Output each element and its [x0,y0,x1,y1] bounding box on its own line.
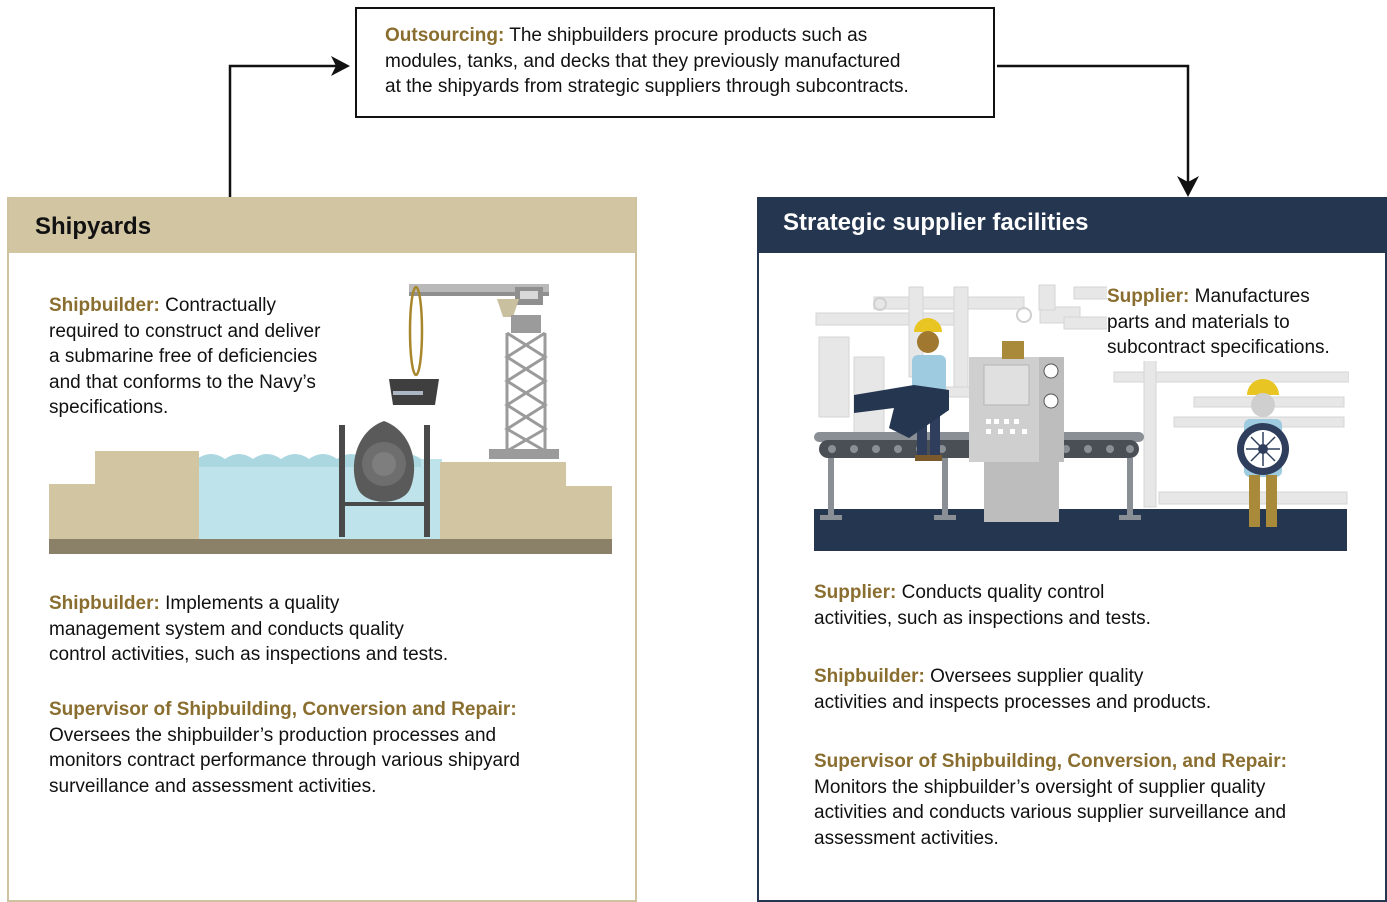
arrowhead-right-icon [331,56,350,76]
supplier-block-1: Supplier: Manufactures parts and materia… [1107,284,1377,361]
block-line: management system and conducts quality [49,618,404,640]
block-line: and that conforms to the Navy’s [49,371,316,393]
block-label: Supervisor of Shipbuilding, Conversion a… [49,699,517,720]
block-line: Oversees supplier quality [930,666,1144,687]
shipyard-block-1: Shipbuilder: Contractually required to c… [49,293,369,421]
outsourcing-label: Outsourcing: [385,25,505,46]
supplier-block-4: Supervisor of Shipbuilding, Conversion, … [814,749,1384,851]
block-line: parts and materials to [1107,311,1290,333]
shipyards-header: Shipyards [9,197,635,253]
supplier-block-3: Shipbuilder: Oversees supplier quality a… [814,664,1374,715]
shipyard-block-3: Supervisor of Shipbuilding, Conversion a… [49,697,624,799]
block-line: assessment activities. [814,827,999,849]
block-line: subcontract specifications. [1107,337,1330,358]
block-line: Implements a quality [165,593,340,614]
block-label: Supplier: [814,582,897,603]
block-line: activities and inspects processes and pr… [814,691,1212,713]
supplier-title: Strategic supplier facilities [783,209,1089,236]
supplier-block-2: Supplier: Conducts quality control activ… [814,580,1374,631]
block-line: Monitors the shipbuilder’s oversight of … [814,776,1266,798]
outsourcing-line-2: modules, tanks, and decks that they prev… [385,50,901,72]
block-line: Manufactures [1194,286,1310,307]
block-line: Oversees the shipbuilder’s production pr… [49,724,497,746]
shipyards-panel: Shipyards Shipbuilder: Contractually req… [7,197,637,902]
shipyard-illustration [49,284,612,554]
block-label: Shipbuilder: [49,593,160,614]
block-line: activities and conducts various supplier… [814,802,1287,823]
supplier-panel: Strategic supplier facilities [757,197,1387,902]
shipyard-block-2: Shipbuilder: Implements a quality manage… [49,591,609,668]
outsourcing-box: Outsourcing: The shipbuilders procure pr… [355,7,995,118]
shipyard-to-outsourcing-arrow [228,64,340,197]
supplier-header: Strategic supplier facilities [759,197,1385,253]
block-line: Conducts quality control [901,582,1105,603]
outsourcing-to-supplier-arrow [997,64,1190,182]
block-line: a submarine free of deficiencies [49,346,318,367]
block-line: monitors contract performance through va… [49,750,521,771]
outsourcing-text-1: The shipbuilders procure products such a… [509,25,868,46]
outsourcing-line-1: Outsourcing: The shipbuilders procure pr… [385,23,965,49]
block-label: Supervisor of Shipbuilding, Conversion, … [814,751,1287,772]
block-line: specifications. [49,397,169,418]
outsourcing-line-3: at the shipyards from strategic supplier… [385,76,909,97]
block-label: Supplier: [1107,286,1190,307]
block-line: Contractually [165,295,276,316]
block-label: Shipbuilder: [49,295,160,316]
shipyards-title: Shipyards [35,213,152,240]
block-label: Shipbuilder: [814,666,925,687]
block-line: control activities, such as inspections … [49,644,449,665]
block-line: activities, such as inspections and test… [814,607,1151,629]
arrowhead-down-icon [1177,176,1199,197]
factory-illustration [814,284,1349,551]
block-line: required to construct and deliver [49,320,321,342]
block-line: surveillance and assessment activities. [49,775,377,797]
